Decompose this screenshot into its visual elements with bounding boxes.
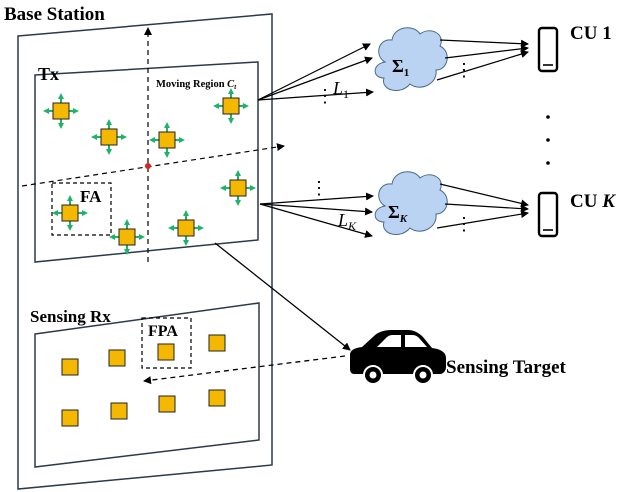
tx-label: Tx: [38, 64, 59, 84]
fpa-label: FPA: [148, 323, 178, 340]
moving-region-horizontal-axis: [21, 143, 285, 187]
car-icon: [350, 330, 446, 385]
fixed-antenna: [208, 389, 226, 407]
sensing-rx-label: Sensing Rx: [30, 307, 111, 326]
fpa-box: [141, 317, 192, 369]
svg-text:Σ1: Σ1: [392, 56, 409, 79]
cuk-label: CU K: [570, 191, 616, 212]
vdots-link-1: ⋮: [316, 86, 334, 106]
sensing-rx-panel: [34, 302, 260, 468]
origin-point: [145, 163, 151, 169]
l1-label: L1: [332, 78, 349, 101]
sensing-echo: [143, 355, 346, 385]
tx-panel: [34, 61, 259, 263]
movable-antenna: [222, 97, 240, 115]
cloud-icon: ΣK: [374, 171, 448, 236]
links-cloud1-to-cu1: [436, 39, 529, 81]
sensing-tx-signal: [214, 242, 351, 351]
links-to-cloud-1: [257, 43, 374, 101]
fa-label: FA: [80, 187, 102, 206]
cloud-icon: Σ1: [374, 27, 448, 92]
fixed-antenna: [61, 409, 79, 427]
links-cloudk-to-cuk: [436, 183, 529, 229]
base-station-label: Base Station: [4, 4, 105, 25]
vdots-cuk: ⋮: [455, 214, 473, 234]
moving-region-label: Moving Region Ct: [156, 79, 237, 91]
links-to-cloud-k: [259, 192, 374, 238]
fixed-antenna: [157, 343, 175, 361]
sensing-target-label: Sensing Target: [446, 357, 567, 378]
svg-text:ΣK: ΣK: [388, 202, 408, 225]
movable-antenna: [100, 128, 118, 146]
vdots-link-k: ⋮: [310, 178, 328, 198]
phone-icon: [537, 191, 559, 238]
movable-antennas: [43, 88, 256, 255]
movable-antenna: [118, 228, 136, 246]
fixed-antennas: [61, 334, 226, 427]
fixed-antenna: [110, 402, 128, 420]
cu-ellipsis: [546, 115, 550, 165]
fixed-antenna: [208, 334, 226, 352]
movable-antenna: [229, 179, 247, 197]
fixed-antenna: [108, 349, 126, 367]
fa-box: [51, 182, 112, 236]
vdots-cu1: ⋮: [455, 60, 473, 80]
lk-label: LK: [337, 210, 357, 233]
fixed-antenna: [158, 395, 176, 413]
movable-antenna: [61, 204, 79, 222]
phone-icon: [537, 26, 559, 73]
fixed-antenna: [61, 358, 79, 376]
movable-antenna: [52, 102, 70, 120]
cu1-label: CU 1: [570, 23, 612, 44]
movable-antenna: [177, 219, 195, 237]
movable-antenna: [158, 131, 176, 149]
